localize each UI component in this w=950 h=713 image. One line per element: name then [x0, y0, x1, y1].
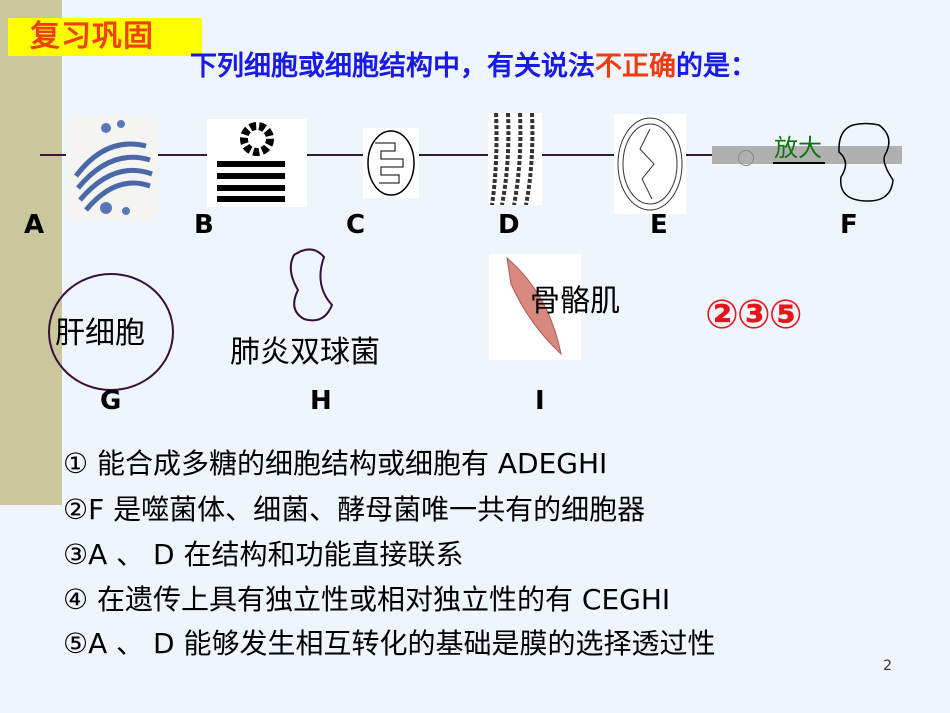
question-highlight: 不正确: [595, 51, 676, 82]
golgi-image: [66, 116, 158, 220]
caption-i: 骨骼肌: [530, 284, 620, 319]
centriole-image: [207, 119, 307, 207]
statement-1: ① 能合成多糖的细胞结构或细胞有 ADEGHI: [63, 447, 608, 480]
liver-cell-circle: [48, 273, 174, 391]
mitochondrion-image: [363, 128, 419, 198]
label-h: H: [310, 386, 332, 416]
ribosome-outline: [838, 122, 894, 202]
label-e: E: [650, 210, 668, 240]
small-cell-icon: [738, 150, 754, 166]
side-strip: [0, 0, 62, 505]
statement-2: ②F 是噬菌体、细菌、酵母菌唯一共有的细胞器: [63, 493, 646, 526]
magnify-label: 放大: [774, 134, 822, 162]
magnify-band: [712, 146, 902, 164]
chromosome-image: [488, 113, 542, 205]
label-d: D: [498, 210, 520, 240]
label-c: C: [346, 210, 366, 240]
chloroplast-image: [614, 114, 686, 214]
question-part3: 的是：: [676, 51, 757, 82]
muscle-image: [489, 254, 581, 360]
caption-h: 肺炎双球菌: [230, 335, 380, 370]
statement-5: ⑤A 、 D 能够发生相互转化的基础是膜的选择透过性: [63, 627, 716, 660]
question-part1: 下列细胞或细胞结构中，有关说法: [190, 51, 595, 82]
statement-3: ③A 、 D 在结构和功能直接联系: [63, 538, 464, 571]
statement-4: ④ 在遗传上具有独立性或相对独立性的有 CEGHI: [63, 583, 671, 616]
answer: ②③⑤: [705, 292, 803, 338]
section-badge: 复习巩固: [8, 18, 202, 56]
arrow-icon: [773, 162, 825, 164]
label-a: A: [24, 210, 45, 240]
label-g: G: [100, 386, 122, 416]
bacterium-outline: [289, 248, 334, 322]
caption-g: 肝细胞: [55, 316, 145, 351]
connector-line: [40, 154, 900, 156]
label-b: B: [194, 210, 214, 240]
label-f: F: [840, 210, 858, 240]
question-title: 下列细胞或细胞结构中，有关说法不正确的是：: [190, 44, 757, 83]
label-i: I: [535, 386, 545, 416]
page-number: 2: [883, 658, 892, 674]
